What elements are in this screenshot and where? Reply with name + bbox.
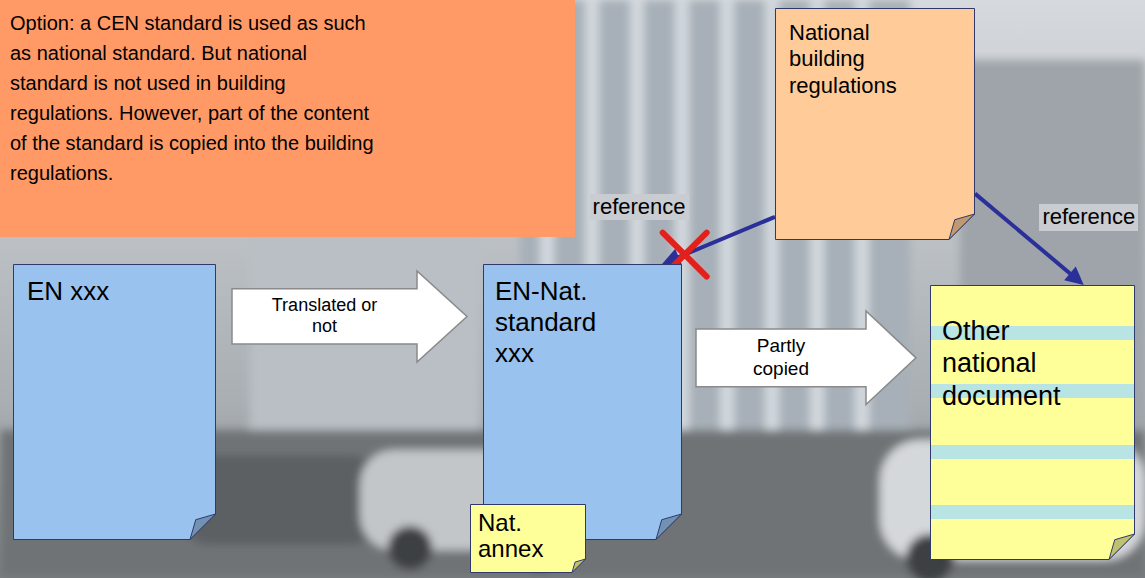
highlight-band — [931, 505, 1134, 519]
document-outline — [776, 9, 975, 240]
edge-label: Translated or not — [270, 295, 380, 338]
document-outline — [14, 265, 216, 540]
block-arrow-shape — [696, 311, 916, 405]
node-text: Option: a CEN standard is used as such a… — [10, 8, 382, 188]
block-arrow — [696, 311, 916, 405]
edge-label: reference — [1039, 204, 1138, 230]
annex-shape: Nat. annex — [470, 504, 586, 573]
document-outline — [931, 286, 1135, 560]
node-text: EN-Nat. standard xxx — [495, 276, 625, 370]
node-text: EN xxx — [27, 276, 109, 307]
document-shape: EN xxx — [13, 264, 216, 540]
node-text: National building regulations — [789, 20, 919, 99]
edge-label: Partly copied — [736, 335, 826, 381]
document-shape: EN-Nat. standard xxx — [483, 264, 682, 540]
document-shape: National building regulations — [775, 8, 975, 240]
node-text: Nat. annex — [478, 510, 578, 563]
note-fill — [0, 0, 575, 237]
folded-corner — [190, 514, 216, 540]
node-text: Other national document — [942, 315, 1092, 412]
edge-label: reference — [590, 194, 689, 220]
highlight-band — [931, 445, 1134, 459]
block-arrow-shape — [232, 271, 467, 362]
note-box: Option: a CEN standard is used as such a… — [0, 0, 575, 237]
arrow-head — [1064, 267, 1084, 285]
document-outline — [471, 505, 586, 573]
block-arrow — [232, 271, 467, 362]
document-shape: Other national document — [930, 285, 1135, 560]
folded-corner — [1109, 534, 1135, 560]
document-outline — [484, 265, 682, 540]
folded-corner — [949, 214, 975, 240]
folded-corner — [656, 514, 682, 540]
folded-corner — [572, 559, 586, 573]
